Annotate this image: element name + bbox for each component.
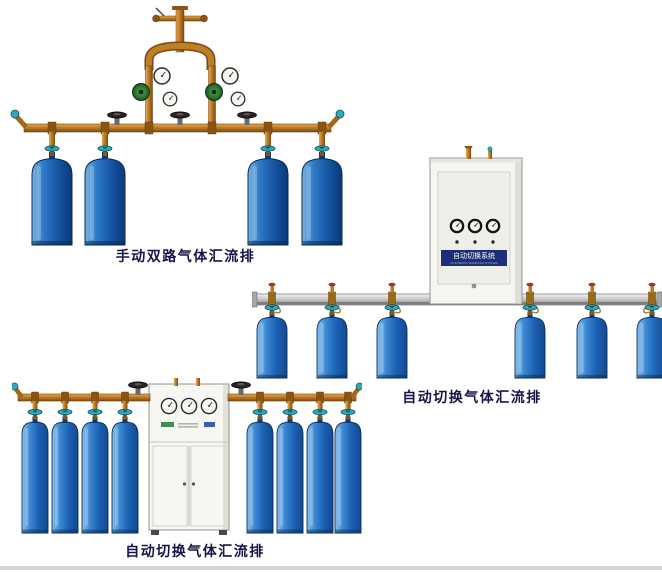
gas-cylinders — [256, 304, 662, 379]
gas-cylinder — [256, 311, 288, 379]
cabinet-door-left — [152, 445, 188, 527]
cylinder-valve-icon — [312, 408, 328, 420]
cabinet-label-strip — [441, 250, 507, 266]
header-pipe-assembly — [10, 109, 345, 151]
cylinder-valve-icon — [117, 408, 133, 420]
header-pipe-assembly — [10, 381, 364, 413]
indicator-badge — [204, 422, 215, 427]
cylinder-valve-icon — [584, 304, 600, 316]
auto-manifold-floor-illustration — [10, 378, 364, 535]
indicator-badge — [161, 422, 174, 427]
pressure-gauge-icon — [221, 67, 239, 85]
gas-cylinder — [306, 416, 334, 534]
regulator-right-icon — [205, 83, 223, 101]
cylinder-valve-icon — [340, 408, 356, 420]
door-handle-icon — [182, 482, 187, 486]
rail-valves-and-hoses — [268, 282, 656, 314]
cabinet-gauge-icon — [485, 218, 501, 234]
manual-manifold-illustration — [10, 6, 345, 246]
product-caption-auto-switch-wall: 自动切换气体汇流排 — [402, 389, 542, 405]
gas-cylinder — [376, 311, 408, 379]
gas-cylinder — [576, 311, 608, 379]
inlet-assembly — [152, 6, 208, 53]
cylinder-valve-icon — [27, 408, 43, 420]
gas-cylinder — [334, 416, 362, 534]
regulator-left-icon — [132, 83, 150, 101]
pressure-gauge-icon — [153, 67, 171, 85]
gas-cylinder — [636, 311, 662, 379]
product-caption-auto-switch-floor: 自动切换气体汇流排 — [125, 543, 265, 559]
page-bottom-edge — [0, 566, 662, 570]
pressure-gauge-icon — [162, 91, 178, 107]
pressure-gauge-icon — [230, 91, 246, 107]
cylinder-valve-icon — [384, 304, 400, 316]
cabinet-label-text: 自动切换系统 — [453, 251, 495, 260]
gas-cylinder — [276, 416, 304, 534]
cylinder-valve-icon — [324, 304, 340, 316]
cylinder-valve-icon — [44, 145, 60, 157]
product-photo-manual-dual-manifold — [10, 4, 345, 251]
door-handle-icon — [191, 482, 196, 486]
cylinder-valve-icon — [644, 304, 660, 316]
product-photo-auto-switch-floor — [10, 378, 364, 555]
product-photo-auto-switch-wall: 自动切换系统 AUTOMATIC MANIFOLD SYSTEM — [251, 145, 662, 391]
gas-cylinder — [51, 416, 79, 534]
gas-cylinder — [316, 311, 348, 379]
cabinet-door-right — [190, 445, 226, 527]
control-cabinet: 自动切换系统 AUTOMATIC MANIFOLD SYSTEM — [429, 157, 523, 305]
gas-cylinder — [31, 151, 73, 246]
auto-manifold-illustration: 自动切换系统 AUTOMATIC MANIFOLD SYSTEM — [251, 145, 662, 379]
gas-cylinder — [246, 416, 274, 534]
handwheel-valve-icon — [107, 111, 127, 126]
cabinet-top-fittings — [464, 145, 493, 159]
cabinet-gauge-icon — [449, 218, 465, 234]
cabinet-gauge-icon — [160, 397, 178, 415]
cylinder-valve-icon — [282, 408, 298, 420]
handwheel-valve-icon — [170, 111, 190, 126]
cylinder-valve-icon — [97, 145, 113, 157]
cabinet-gauge-icon — [200, 397, 218, 415]
teal-end-valve-icon — [355, 382, 364, 391]
cylinder-valve-icon — [57, 408, 73, 420]
gas-cylinder — [514, 311, 546, 379]
gas-cylinder — [81, 416, 109, 534]
cylinder-valve-icon — [264, 304, 280, 316]
cabinet-gauge-icon — [180, 397, 198, 415]
teal-end-valve-icon — [10, 382, 19, 391]
cylinder-valve-icon — [522, 304, 538, 316]
gas-cylinder — [84, 151, 126, 246]
product-caption-manual-dual: 手动双路气体汇流排 — [115, 248, 256, 264]
handwheel-valve-icon — [231, 381, 251, 396]
cylinder-valve-icon — [252, 408, 268, 420]
cylinder-valve-icon — [87, 408, 103, 420]
gas-cylinder — [111, 416, 139, 534]
handwheel-valve-icon — [237, 111, 257, 126]
cabinet-sublabel-text: AUTOMATIC MANIFOLD SYSTEM — [451, 261, 498, 265]
control-cabinet — [148, 378, 230, 535]
teal-end-valve-icon — [10, 109, 20, 119]
teal-end-valve-icon — [335, 109, 345, 119]
gas-cylinder — [21, 416, 49, 534]
cabinet-lock-icon — [471, 283, 477, 289]
handwheel-valve-icon — [128, 381, 148, 396]
cabinet-gauge-icon — [467, 218, 483, 234]
